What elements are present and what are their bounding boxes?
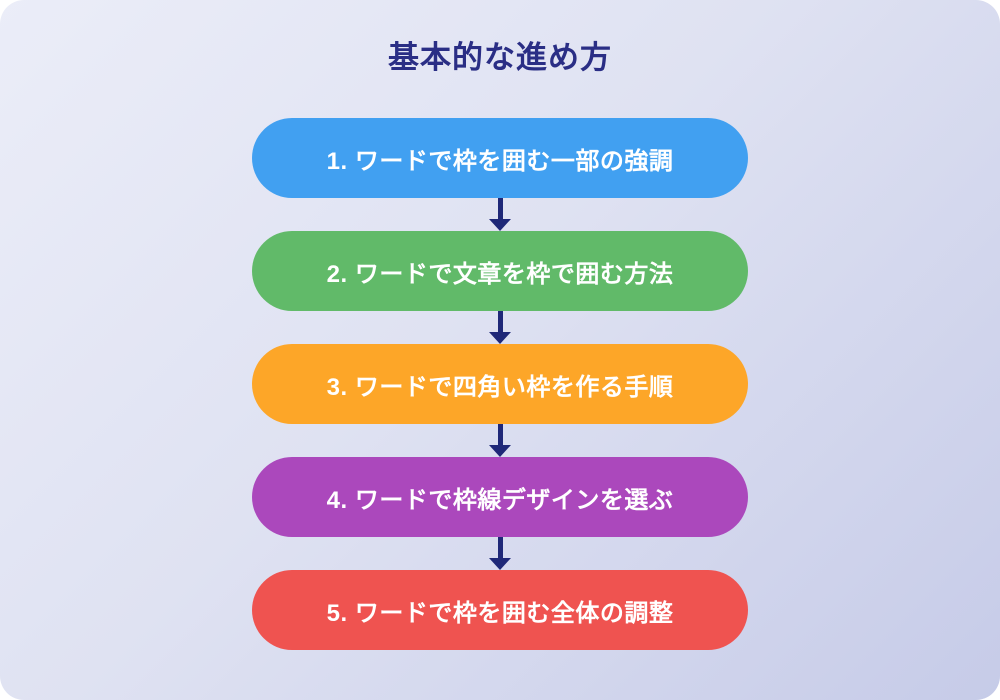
down-arrow-icon: [489, 537, 511, 570]
flow-step-label: 5. ワードで枠を囲む全体の調整: [326, 599, 674, 627]
down-arrow-icon: [489, 424, 511, 457]
page-title: 基本的な進め方: [388, 40, 612, 75]
arrow-head: [489, 219, 511, 231]
flow-step-3: 3. ワードで四角い枠を作る手順: [252, 344, 748, 424]
arrow-head: [489, 558, 511, 570]
flow-step-label: 2. ワードで文章を枠で囲む方法: [326, 260, 674, 288]
flowchart: 1. ワードで枠を囲む一部の強調 2. ワードで文章を枠で囲む方法 3. ワード…: [252, 118, 748, 650]
arrow-line: [497, 424, 503, 445]
flow-step-4: 4. ワードで枠線デザインを選ぶ: [252, 457, 748, 537]
arrow-line: [497, 198, 503, 219]
arrow-line: [497, 311, 503, 332]
flow-step-2: 2. ワードで文章を枠で囲む方法: [252, 231, 748, 311]
flow-step-label: 4. ワードで枠線デザインを選ぶ: [326, 486, 674, 514]
arrow-line: [497, 537, 503, 558]
arrow-head: [489, 332, 511, 344]
flow-step-label: 3. ワードで四角い枠を作る手順: [326, 373, 674, 401]
flow-step-1: 1. ワードで枠を囲む一部の強調: [252, 118, 748, 198]
flow-step-label: 1. ワードで枠を囲む一部の強調: [326, 147, 674, 175]
flow-step-5: 5. ワードで枠を囲む全体の調整: [252, 570, 748, 650]
down-arrow-icon: [489, 198, 511, 231]
arrow-head: [489, 445, 511, 457]
down-arrow-icon: [489, 311, 511, 344]
